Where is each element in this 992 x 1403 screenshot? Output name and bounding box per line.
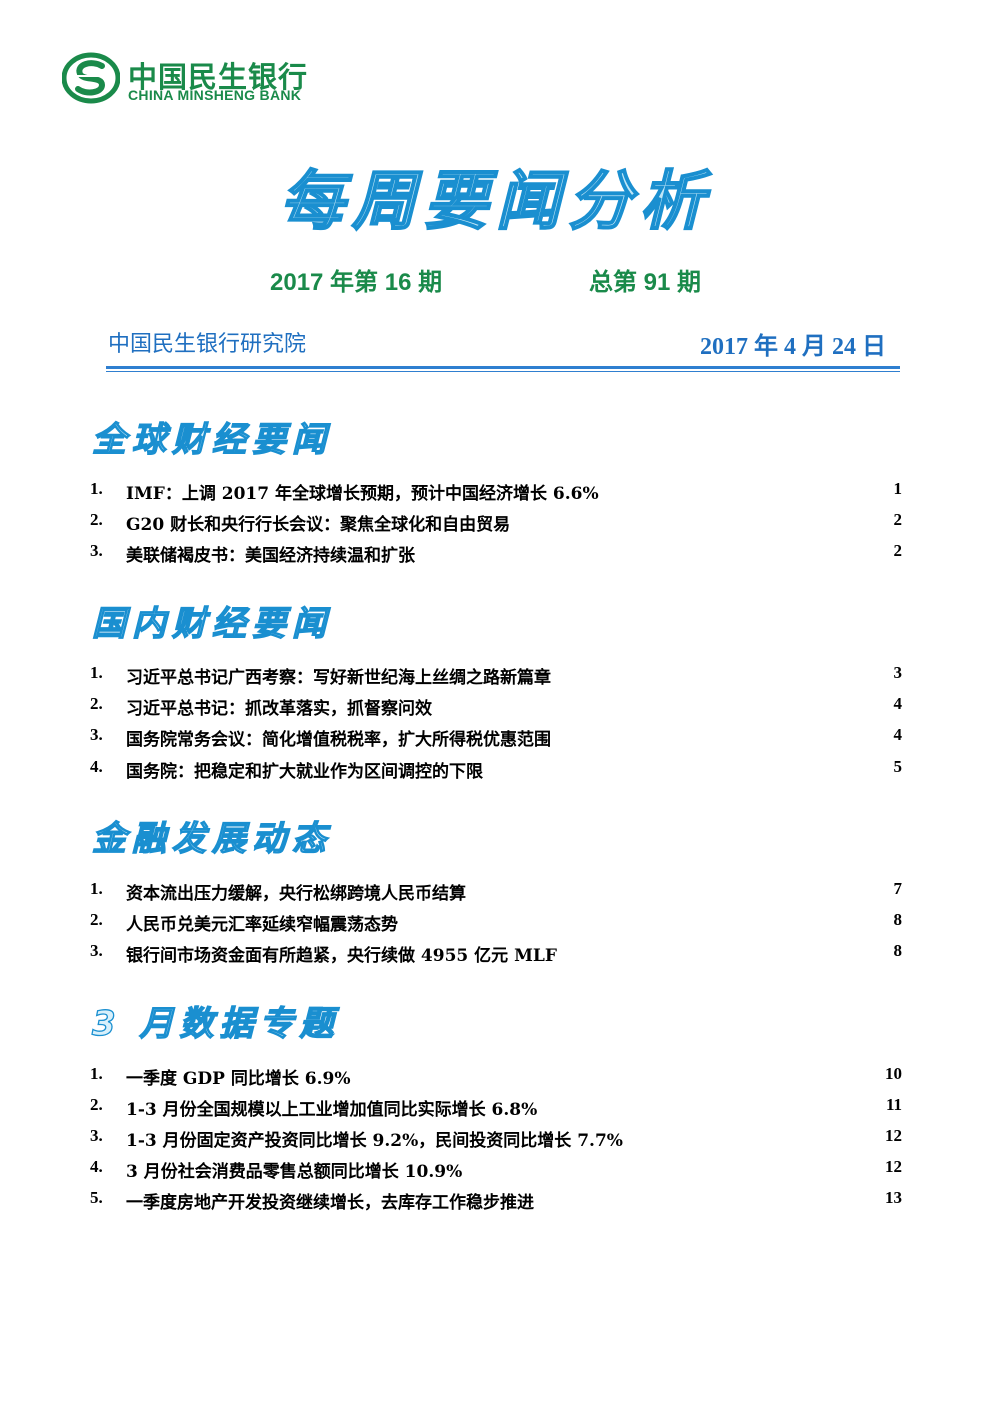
toc-entry[interactable]: 2. 习近平总书记：抓改革落实，抓督察问效 4 xyxy=(90,694,902,720)
toc-entry-title: 国务院常务会议：简化增值税税率，扩大所得税优惠范围 xyxy=(126,730,551,750)
toc-entry-page: 3 xyxy=(893,663,903,682)
toc-entry-number: 3. xyxy=(90,1126,103,1145)
toc-entry-page: 8 xyxy=(893,910,903,929)
toc-entry-number: 1. xyxy=(90,479,103,498)
toc-entry-number: 1. xyxy=(90,879,103,898)
toc-entry-title: 资本流出压力缓解，央行松绑跨境人民币结算 xyxy=(126,884,466,904)
toc-entry[interactable]: 4. 3 月份社会消费品零售总额同比增长 10.9% 12 xyxy=(90,1157,902,1183)
total-issue-number: 总第 91 期 xyxy=(589,269,702,296)
toc-entry-number: 3. xyxy=(90,541,103,560)
toc-entry-page: 1 xyxy=(893,479,903,498)
toc-entry[interactable]: 3. 1-3 月份固定资产投资同比增长 9.2%，民间投资同比增长 7.7% 1… xyxy=(90,1126,902,1152)
toc-entry-title: 1-3 月份全国规模以上工业增加值同比实际增长 6.8% xyxy=(126,1100,538,1120)
toc-entry-number: 4. xyxy=(90,757,103,776)
toc-entry-number: 3. xyxy=(90,725,103,744)
issue-number: 2017 年第 16 期 xyxy=(270,269,443,296)
toc-entry-title: 国务院：把稳定和扩大就业作为区间调控的下限 xyxy=(126,762,483,782)
toc-entry-title: 习近平总书记广西考察：写好新世纪海上丝绸之路新篇章 xyxy=(126,668,551,688)
toc-entry[interactable]: 1. 一季度 GDP 同比增长 6.9% 10 xyxy=(90,1064,902,1090)
toc-entry-page: 11 xyxy=(885,1095,902,1114)
bank-name-cn: 中国民生银行 xyxy=(128,60,309,94)
toc-entry[interactable]: 2. 1-3 月份全国规模以上工业增加值同比实际增长 6.8% 11 xyxy=(90,1095,902,1121)
toc-entry-title: 一季度房地产开发投资继续增长，去库存工作稳步推进 xyxy=(126,1193,534,1213)
toc-entry-page: 13 xyxy=(885,1188,902,1207)
toc-entry[interactable]: 5. 一季度房地产开发投资继续增长，去库存工作稳步推进 13 xyxy=(90,1188,902,1214)
report-title: 每周要闻分析 xyxy=(279,164,712,240)
toc-entry-page: 5 xyxy=(893,757,903,776)
toc-entry-title: 1-3 月份固定资产投资同比增长 9.2%，民间投资同比增长 7.7% xyxy=(126,1131,623,1151)
toc-entry-page: 12 xyxy=(885,1157,902,1176)
toc-entry-number: 2. xyxy=(90,510,103,529)
toc-entry[interactable]: 4. 国务院：把稳定和扩大就业作为区间调控的下限 5 xyxy=(90,757,902,783)
institute-name: 中国民生银行研究院 xyxy=(108,332,307,357)
toc-entry-page: 2 xyxy=(893,510,903,529)
publish-date: 2017 年 4 月 24 日 xyxy=(700,334,886,360)
toc-entry[interactable]: 1. IMF：上调 2017 年全球增长预期，预计中国经济增长 6.6% 1 xyxy=(90,479,902,505)
toc-entry-title: 美联储褐皮书：美国经济持续温和扩张 xyxy=(126,546,415,566)
toc-entry-title: IMF：上调 2017 年全球增长预期，预计中国经济增长 6.6% xyxy=(126,484,599,504)
toc-entry-page: 7 xyxy=(893,879,903,898)
toc-entry-title: 习近平总书记：抓改革落实，抓督察问效 xyxy=(126,699,432,719)
toc-entry-title: G20 财长和央行行长会议：聚焦全球化和自由贸易 xyxy=(126,515,511,535)
toc-entry-title: 银行间市场资金面有所趋紧，央行续做 4955 亿元 MLF xyxy=(126,946,557,966)
toc-entry-number: 2. xyxy=(90,1095,103,1114)
toc-entry-number: 1. xyxy=(90,1064,103,1083)
toc-entry-title: 一季度 GDP 同比增长 6.9% xyxy=(126,1069,351,1089)
bank-logo: 中国民生银行 CHINA MINSHENG BANK xyxy=(62,52,342,104)
toc-entry-number: 1. xyxy=(90,663,103,682)
toc-entry-page: 10 xyxy=(885,1064,902,1083)
toc-entry-title: 3 月份社会消费品零售总额同比增长 10.9% xyxy=(126,1162,463,1182)
section-title-data: 3 月数据专题 xyxy=(91,1003,340,1044)
toc-entry[interactable]: 3. 银行间市场资金面有所趋紧，央行续做 4955 亿元 MLF 8 xyxy=(90,941,902,967)
section-title-domestic: 国内财经要闻 xyxy=(91,603,332,644)
toc-entry-page: 12 xyxy=(885,1126,902,1145)
toc-entry-page: 4 xyxy=(893,694,903,713)
toc-entry-page: 4 xyxy=(893,725,903,744)
toc-entry[interactable]: 1. 习近平总书记广西考察：写好新世纪海上丝绸之路新篇章 3 xyxy=(90,663,902,689)
toc-entry-page: 2 xyxy=(893,541,903,560)
minsheng-bank-logo-icon xyxy=(62,52,120,104)
toc-entry-title: 人民币兑美元汇率延续窄幅震荡态势 xyxy=(126,915,398,935)
bank-name-en: CHINA MINSHENG BANK xyxy=(128,87,302,103)
toc-entry-number: 4. xyxy=(90,1157,103,1176)
section-title-global: 全球财经要闻 xyxy=(91,419,332,460)
toc-entry-number: 2. xyxy=(90,694,103,713)
toc-entry[interactable]: 2. G20 财长和央行行长会议：聚焦全球化和自由贸易 2 xyxy=(90,510,902,536)
header-divider xyxy=(106,366,900,369)
toc-entry-number: 2. xyxy=(90,910,103,929)
toc-entry-page: 8 xyxy=(893,941,903,960)
toc-entry-number: 5. xyxy=(90,1188,103,1207)
toc-entry-number: 3. xyxy=(90,941,103,960)
header-divider-thin xyxy=(106,371,900,372)
section-title-finance: 金融发展动态 xyxy=(91,818,332,859)
toc-entry[interactable]: 3. 国务院常务会议：简化增值税税率，扩大所得税优惠范围 4 xyxy=(90,725,902,751)
toc-entry[interactable]: 1. 资本流出压力缓解，央行松绑跨境人民币结算 7 xyxy=(90,879,902,905)
toc-entry[interactable]: 3. 美联储褐皮书：美国经济持续温和扩张 2 xyxy=(90,541,902,567)
toc-entry[interactable]: 2. 人民币兑美元汇率延续窄幅震荡态势 8 xyxy=(90,910,902,936)
